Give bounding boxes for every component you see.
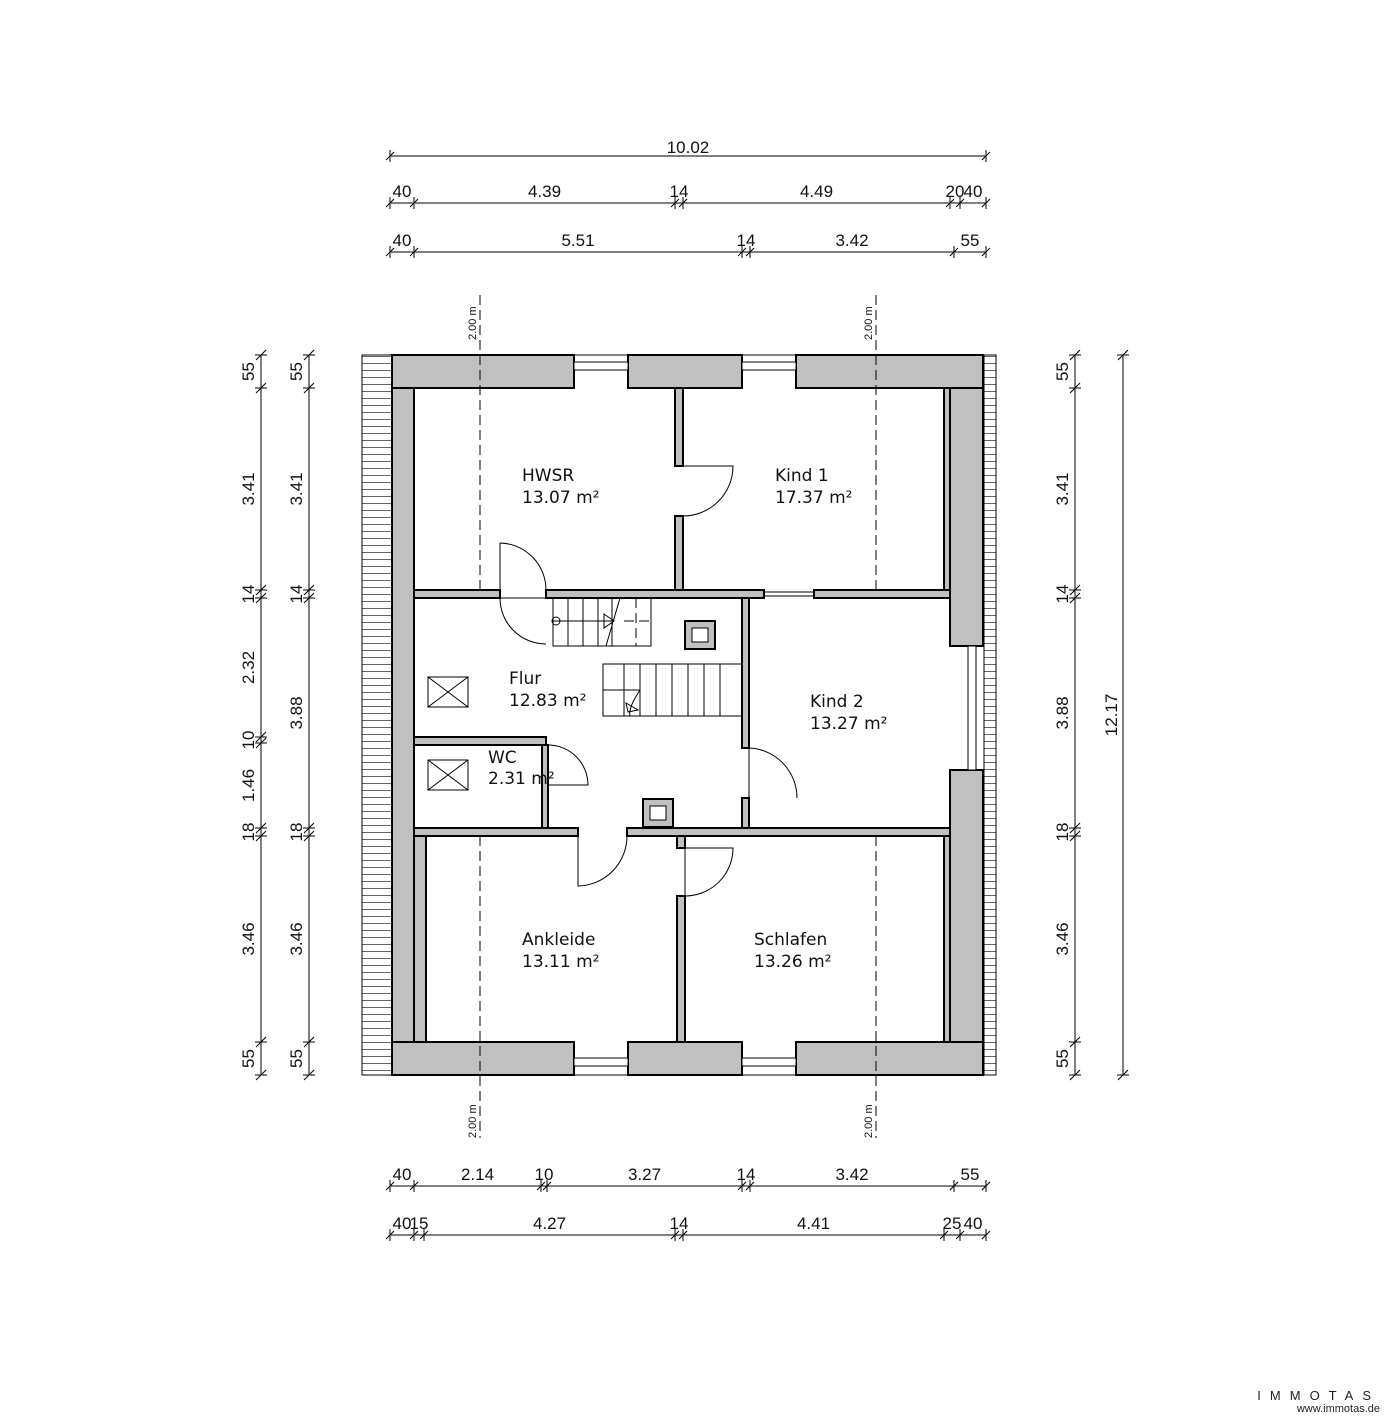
height-label: 2.00 m xyxy=(863,306,875,340)
windows xyxy=(573,361,983,1067)
room-area: 17.37 m² xyxy=(775,488,852,508)
door-swings xyxy=(499,465,798,897)
room-name: WC xyxy=(488,748,517,768)
dimension-total: 10.02 xyxy=(667,138,710,157)
room-area: 12.83 m² xyxy=(509,691,586,711)
room-name: Kind 2 xyxy=(810,692,864,712)
dimension-label: 18 xyxy=(1053,823,1072,842)
dimension-label: 55 xyxy=(1053,362,1072,381)
dimension-label: 40 xyxy=(393,182,412,201)
dimension-label: 40 xyxy=(393,1165,412,1184)
dimension-label: 55 xyxy=(961,1165,980,1184)
dimension-label: 55 xyxy=(239,1049,258,1068)
room-area: 2.31 m² xyxy=(488,769,555,789)
dimension-label: 18 xyxy=(239,823,258,842)
dimension-label: 55 xyxy=(961,231,980,250)
dimension-label: 3.46 xyxy=(1053,922,1072,955)
dimension-label: 14 xyxy=(239,585,258,604)
dimension-label: 3.42 xyxy=(835,231,868,250)
dimension-label: 55 xyxy=(287,362,306,381)
brand-name: IMMOTAS xyxy=(1257,1388,1380,1403)
dimension-label: 10 xyxy=(535,1165,554,1184)
dimension-label: 3.46 xyxy=(287,922,306,955)
room-area: 13.07 m² xyxy=(522,488,599,508)
staircase xyxy=(551,597,743,717)
dimension-label: 10 xyxy=(239,731,258,750)
room-name: HWSR xyxy=(522,466,574,486)
dimension-label: 14 xyxy=(287,585,306,604)
dimension-label: 15 xyxy=(410,1214,429,1233)
dimension-label: 3.41 xyxy=(287,472,306,505)
roof-hatching xyxy=(361,354,997,1076)
dimension-label: 4.39 xyxy=(528,182,561,201)
dimension-label: 20 xyxy=(946,182,965,201)
dimension-label: 3.88 xyxy=(1053,696,1072,729)
dimension-label: 18 xyxy=(287,823,306,842)
brand-watermark: IMMOTAS www.immotas.de xyxy=(1257,1388,1380,1415)
room-name: Schlafen xyxy=(754,930,827,950)
height-label: 2.00 m xyxy=(467,1104,479,1138)
height-label: 2.00 m xyxy=(863,1104,875,1138)
exterior-walls xyxy=(391,354,984,1076)
dimension-label: 5.51 xyxy=(561,231,594,250)
dimension-label: 14 xyxy=(1053,585,1072,604)
room-labels: HWSR 13.07 m² Kind 1 17.37 m² Flur 12.83… xyxy=(488,466,887,972)
interior-walls xyxy=(413,387,951,1043)
chimneys xyxy=(642,620,716,828)
dimension-label: 55 xyxy=(239,362,258,381)
dimension-total: 12.17 xyxy=(1102,694,1121,737)
room-area: 13.11 m² xyxy=(522,952,599,972)
room-area: 13.27 m² xyxy=(810,714,887,734)
dimension-label: 4.41 xyxy=(797,1214,830,1233)
dimension-label: 4.27 xyxy=(533,1214,566,1233)
room-name: Flur xyxy=(509,669,541,689)
room-name: Kind 1 xyxy=(775,466,829,486)
dimension-label: 40 xyxy=(393,1214,412,1233)
dimension-label: 40 xyxy=(964,1214,983,1233)
skylights xyxy=(427,676,469,791)
dimension-label: 4.49 xyxy=(800,182,833,201)
dimension-label: 3.27 xyxy=(628,1165,661,1184)
dimension-label: 55 xyxy=(1053,1049,1072,1068)
room-area: 13.26 m² xyxy=(754,952,831,972)
dimension-label: 40 xyxy=(964,182,983,201)
room-name: Ankleide xyxy=(522,930,595,950)
dimension-label: 3.88 xyxy=(287,696,306,729)
dimension-label: 3.41 xyxy=(1053,472,1072,505)
dimension-label: 3.41 xyxy=(239,472,258,505)
dimension-label: 25 xyxy=(943,1214,962,1233)
dimension-label: 55 xyxy=(287,1049,306,1068)
dimension-label: 40 xyxy=(393,231,412,250)
dimension-label: 14 xyxy=(737,1165,756,1184)
dimension-label: 3.46 xyxy=(239,922,258,955)
dimension-label: 14 xyxy=(670,182,689,201)
dimension-label: 2.14 xyxy=(461,1165,494,1184)
dimension-label: 2.32 xyxy=(239,651,258,684)
brand-url: www.immotas.de xyxy=(1296,1403,1380,1415)
dimension-label: 3.42 xyxy=(835,1165,868,1184)
height-label: 2.00 m xyxy=(467,306,479,340)
dimension-label: 1.46 xyxy=(239,769,258,802)
dimension-label: 14 xyxy=(670,1214,689,1233)
dimension-label: 14 xyxy=(737,231,756,250)
height-lines: 2.00 m 2.00 m 2.00 m 2.00 m xyxy=(467,295,877,1138)
